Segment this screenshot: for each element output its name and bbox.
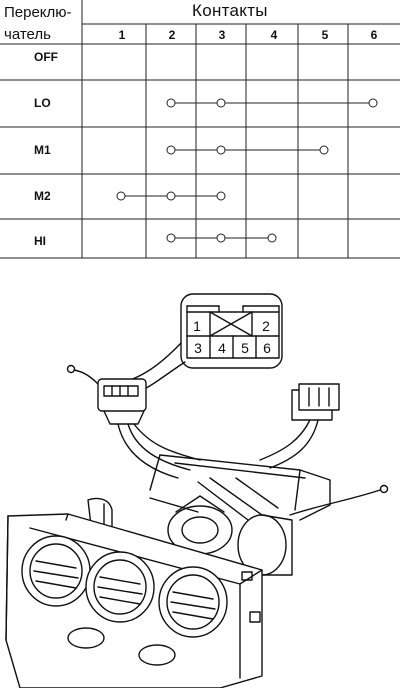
contact-point-m2-2 [166, 191, 176, 201]
contact-point-m2-3 [216, 191, 226, 201]
contact-point-lo-6 [368, 98, 378, 108]
connector-pin-4: 4 [218, 340, 226, 356]
contact-connections [116, 98, 378, 243]
column-number-3: 3 [218, 28, 226, 42]
connector-pin-5: 5 [241, 340, 249, 356]
connector-callout [180, 293, 283, 369]
row-label-m2: M2 [34, 189, 51, 203]
row-label-lo: LO [34, 96, 51, 110]
contact-point-hi-2 [166, 233, 176, 243]
row-label-hi: HI [34, 234, 46, 248]
row-label-off: OFF [34, 50, 58, 64]
contact-point-m1-5 [319, 145, 329, 155]
column-number-4: 4 [270, 28, 278, 42]
contact-point-m1-2 [166, 145, 176, 155]
switch-header-line1: Переклю- [4, 4, 72, 21]
connector-pin-1: 1 [193, 318, 201, 334]
connector-pin-2: 2 [262, 318, 270, 334]
contact-point-hi-3 [216, 233, 226, 243]
column-number-5: 5 [321, 28, 329, 42]
contact-table-grid [0, 0, 400, 259]
contact-point-lo-2 [166, 98, 176, 108]
connector-pin-6: 6 [263, 340, 271, 356]
contacts-header: Контакты [192, 1, 268, 20]
row-label-m1: M1 [34, 143, 51, 157]
column-number-2: 2 [168, 28, 176, 42]
switch-header-line2: чатель [4, 26, 51, 43]
contact-point-m1-3 [216, 145, 226, 155]
column-number-6: 6 [370, 28, 378, 42]
column-number-1: 1 [118, 28, 126, 42]
contact-point-hi-4 [267, 233, 277, 243]
contact-point-m2-1 [116, 191, 126, 201]
contact-point-lo-3 [216, 98, 226, 108]
fan-switch-illustration: 1 2 3 4 5 6 [5, 293, 389, 688]
connector-pin-3: 3 [194, 340, 202, 356]
